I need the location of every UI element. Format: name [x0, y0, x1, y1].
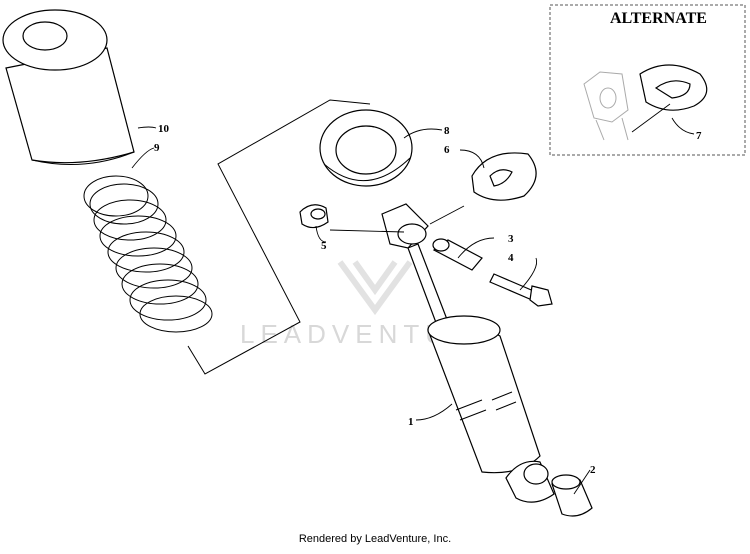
alternate-inset: ALTERNATE 7 [549, 4, 746, 156]
spring-seat-part-8[interactable] [319, 109, 413, 187]
callout-4: 4 [508, 252, 514, 264]
callout-10: 10 [158, 123, 170, 135]
retainer-part-6[interactable] [471, 152, 537, 201]
callout-6: 6 [444, 144, 450, 156]
bushing-part-5[interactable] [299, 204, 329, 229]
sleeve-part-2[interactable] [551, 474, 593, 517]
footer-credit: Rendered by LeadVenture, Inc. [299, 533, 451, 545]
alternate-retainer-part-7[interactable] [639, 64, 708, 111]
callout-5: 5 [321, 240, 327, 252]
alternate-title: ALTERNATE [610, 10, 707, 27]
leader-lines [131, 126, 591, 495]
watermark-logo [337, 260, 413, 316]
callout-7: 7 [696, 130, 702, 142]
callout-9: 9 [154, 142, 160, 154]
coil-spring-part-9[interactable] [83, 175, 213, 333]
callout-1: 1 [408, 416, 414, 428]
callout-8: 8 [444, 125, 450, 137]
bolt-part-4[interactable] [489, 273, 553, 307]
dust-boot-part-10[interactable] [2, 9, 135, 165]
spacer-part-3[interactable] [432, 238, 483, 271]
alternate-shock-top [583, 71, 629, 141]
assembly-bracket [187, 99, 371, 375]
callout-2: 2 [590, 464, 596, 476]
shock-absorber-part-1[interactable] [381, 203, 555, 503]
callout-3: 3 [508, 233, 514, 245]
